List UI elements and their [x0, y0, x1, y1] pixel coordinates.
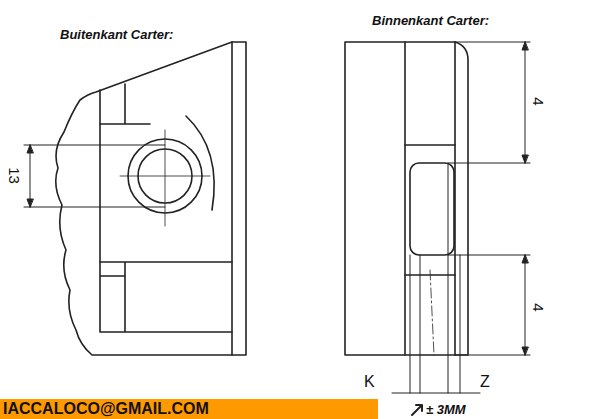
notch — [100, 84, 150, 124]
reference-letter: K — [364, 374, 375, 390]
dimension-arrow — [27, 145, 33, 207]
dimension-value: 4 — [531, 303, 546, 311]
slot — [410, 163, 454, 255]
dimension-arrow — [522, 42, 528, 355]
center-line — [120, 130, 210, 226]
reference-line — [392, 163, 480, 393]
view-title: Binnenkant Carter: — [372, 14, 489, 27]
lower-block — [100, 262, 232, 332]
flange-band — [231, 42, 233, 355]
view-title: Buitenkant Carter: — [60, 28, 173, 41]
center-line — [430, 270, 434, 355]
watermark-band — [0, 399, 378, 419]
arrow-symbol — [412, 405, 422, 415]
dimension-value: 4 — [531, 97, 546, 105]
bore-arc — [186, 116, 214, 210]
watermark: IACCALOCO@GMAIL.COM — [3, 401, 209, 417]
tolerance-note: ± 3MM — [426, 403, 466, 416]
housing-side — [345, 42, 468, 355]
housing-outline — [56, 42, 246, 355]
reference-letter: Z — [480, 374, 490, 390]
dimension-value: 13 — [7, 167, 22, 184]
